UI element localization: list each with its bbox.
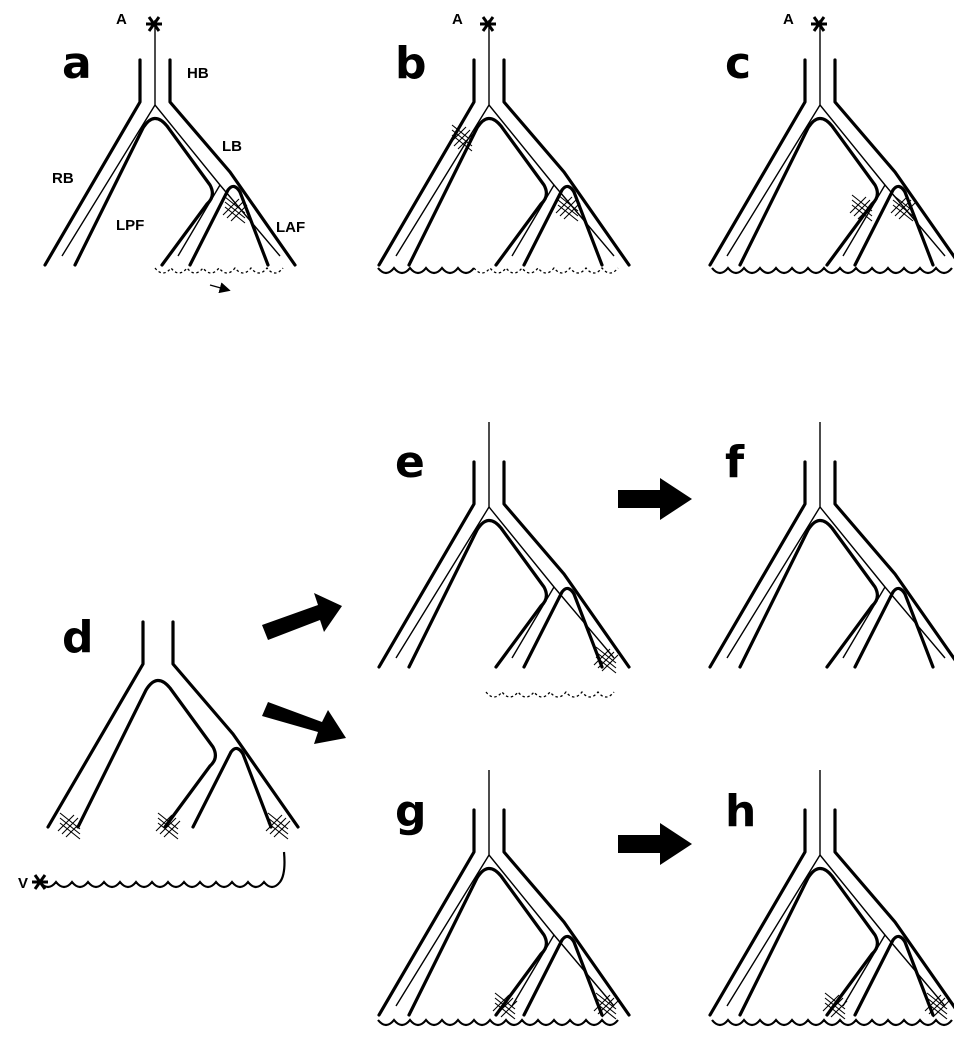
block-hatch-e-laf — [593, 646, 619, 674]
panel-letter-d: d — [62, 612, 94, 663]
panel-letter-e: e — [395, 437, 425, 488]
panel-letter-a: a — [62, 38, 92, 89]
label-lpf: LPF — [116, 217, 144, 234]
transition-arrow-e-to-f — [618, 478, 692, 520]
block-hatch-d-lpf — [155, 812, 181, 840]
panel-a: a A HB LB RB LPF LAF — [43, 11, 305, 294]
label-hb: HB — [187, 65, 209, 82]
star-marker-c — [809, 15, 829, 33]
reentry-wave-c — [711, 266, 953, 275]
panel-b: b A — [377, 11, 631, 275]
label-laf: LAF — [276, 219, 305, 236]
reentry-wave-d — [39, 851, 286, 889]
reentry-wave-b-dashed — [473, 266, 619, 274]
reentry-wave-e — [485, 690, 615, 698]
panel-letter-b: b — [395, 38, 427, 89]
panel-e: e — [377, 421, 631, 698]
panel-letter-c: c — [725, 38, 751, 89]
panel-c: c A — [708, 11, 954, 275]
entry-label-d: V — [18, 875, 28, 892]
reentry-wave-g — [377, 1018, 619, 1027]
transition-arrow-d-to-e — [262, 593, 342, 640]
panel-letter-f: f — [725, 437, 745, 488]
star-marker-b — [478, 15, 498, 33]
label-rb: RB — [52, 170, 74, 187]
reentry-wave-b-solid — [377, 266, 475, 275]
reentry-wave-a — [154, 266, 284, 274]
entry-label-a: A — [116, 11, 127, 28]
entry-label-b: A — [452, 11, 463, 28]
transition-arrow-g-to-h — [618, 823, 692, 865]
panel-f: f — [708, 421, 954, 669]
reentry-wave-h — [711, 1018, 953, 1027]
panel-d: d V — [18, 612, 300, 892]
panel-g: g — [377, 769, 631, 1027]
entry-label-c: A — [783, 11, 794, 28]
star-marker-a — [144, 15, 164, 33]
transition-arrow-d-to-g — [262, 702, 346, 744]
panel-letter-h: h — [725, 786, 756, 837]
panel-letter-g: g — [395, 786, 427, 837]
panel-h: h — [708, 769, 954, 1027]
conduction-tree-f — [708, 421, 954, 669]
label-lb: LB — [222, 138, 242, 155]
